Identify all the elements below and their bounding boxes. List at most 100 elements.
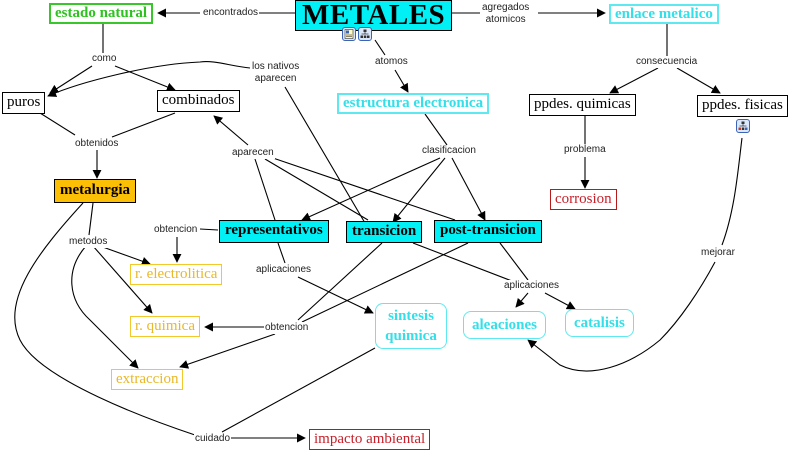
concept-combinados[interactable]: combinados	[157, 90, 240, 112]
link-label-line: aparecen	[254, 73, 297, 84]
edge	[301, 242, 469, 323]
concept-label: ppdes. fisicas	[702, 97, 783, 113]
link-label-line: agregados	[482, 2, 530, 13]
concept-label: ppdes. quimicas	[534, 96, 631, 112]
concept-label: representativos	[225, 222, 323, 238]
concept-estado-natural[interactable]: estado natural	[49, 3, 154, 24]
link-label-clasificacion: clasificacion	[421, 145, 477, 157]
concept-label: catalisis	[574, 315, 625, 331]
concept-puros[interactable]: puros	[2, 92, 46, 114]
edge	[277, 242, 286, 264]
link-label-line: los nativos	[252, 61, 300, 72]
concept-label: aleaciones	[472, 317, 537, 333]
link-label-los-nativos-aparecen: los nativos aparecen	[251, 61, 301, 85]
edge	[544, 292, 576, 310]
concept-label: corrosion	[555, 191, 612, 207]
edge	[297, 276, 374, 314]
link-label-atomos: atomos	[374, 56, 409, 68]
edge	[92, 245, 153, 314]
edge	[451, 157, 486, 221]
concept-label: post-transicion	[440, 222, 536, 238]
edge	[721, 137, 743, 246]
edge	[284, 86, 376, 241]
concept-ppdes-fisicas[interactable]: ppdes. fisicas	[697, 95, 788, 117]
edge	[199, 228, 219, 231]
link-label-obtenidos: obtenidos	[74, 138, 120, 150]
submap-icon[interactable]	[736, 119, 750, 133]
concept-label-line: sintesis	[388, 308, 434, 324]
link-label-line: atomicos	[485, 14, 526, 25]
edge	[392, 157, 446, 223]
concept-metales[interactable]: METALES	[295, 0, 453, 31]
concept-label: extraccion	[116, 371, 179, 387]
concept-catalisis[interactable]: catalisis	[565, 309, 634, 337]
link-label-aparecen: aparecen	[231, 147, 275, 159]
link-label-problema: problema	[563, 144, 607, 156]
link-label-cuidado: cuidado	[194, 433, 232, 445]
edge	[269, 156, 456, 221]
concept-aleaciones[interactable]: aleaciones	[463, 311, 546, 339]
concept-label: transicion	[352, 223, 417, 239]
edge	[47, 61, 251, 97]
link-label-metodos: metodos	[68, 236, 109, 248]
edge	[301, 157, 441, 221]
document-icon[interactable]	[342, 27, 356, 41]
link-label-consecuencia: consecuencia	[635, 56, 699, 68]
edge	[394, 69, 409, 93]
concept-label: impacto ambiental	[314, 431, 426, 447]
concept-label: estado natural	[55, 5, 148, 21]
edge	[499, 242, 529, 281]
concept-ppdes-quimicas[interactable]: ppdes. quimicas	[529, 94, 636, 116]
edge	[111, 112, 176, 138]
concept-r-quimica[interactable]: r. quimica	[130, 316, 200, 337]
edge	[221, 347, 376, 433]
concept-label: METALES	[302, 0, 446, 31]
link-label-mejorar: mejorar	[700, 247, 736, 259]
concept-label: estructura electronica	[343, 95, 484, 111]
concept-r-electrolitica[interactable]: r. electrolitica	[130, 264, 223, 285]
concept-label: combinados	[162, 92, 235, 108]
edge	[424, 113, 448, 146]
concept-label: puros	[7, 94, 41, 110]
concept-estructura-electronica[interactable]: estructura electronica	[337, 93, 490, 114]
edge	[213, 115, 249, 146]
edge	[676, 67, 721, 94]
edge	[88, 202, 94, 236]
concept-impacto-ambiental[interactable]: impacto ambiental	[309, 429, 431, 450]
concept-corrosion[interactable]: corrosion	[550, 189, 617, 210]
edge	[515, 292, 529, 308]
edge	[71, 245, 139, 369]
edge	[609, 67, 659, 94]
concept-post-transicion[interactable]: post-transicion	[434, 220, 542, 243]
concept-enlace-metalico[interactable]: enlace metalico	[609, 4, 719, 24]
edge	[14, 202, 196, 436]
concept-label: r. quimica	[135, 318, 195, 334]
edge	[374, 39, 386, 56]
edge	[49, 65, 93, 94]
concept-transicion[interactable]: transicion	[346, 221, 423, 243]
concept-label: enlace metalico	[615, 6, 713, 22]
concept-label: metalurgia	[60, 182, 130, 198]
link-label-agregados-atomicos: agregados atomicos	[481, 2, 531, 26]
concept-representativos[interactable]: representativos	[219, 220, 329, 243]
concept-label-line: quimica	[385, 328, 437, 344]
edge	[254, 158, 276, 221]
link-label-encontrados: encontrados	[202, 7, 260, 19]
concept-label: r. electrolitica	[135, 266, 218, 282]
edge	[99, 245, 151, 266]
link-label-aplicaciones: aplicaciones	[503, 280, 561, 292]
edge	[114, 65, 176, 92]
link-label-como: como	[91, 53, 118, 65]
edge	[39, 112, 76, 136]
concept-extraccion[interactable]: extraccion	[111, 369, 184, 390]
edge	[179, 333, 276, 369]
concept-metalurgia[interactable]: metalurgia	[54, 179, 136, 203]
edge	[297, 242, 383, 321]
edge	[264, 158, 369, 221]
edge	[412, 242, 513, 282]
link-label-obtencion: obtencion	[264, 322, 310, 334]
link-label-obtencion: obtencion	[153, 224, 199, 236]
concept-sintesis-quimica[interactable]: sintesis quimica	[375, 303, 447, 349]
submap-icon[interactable]	[358, 27, 372, 41]
